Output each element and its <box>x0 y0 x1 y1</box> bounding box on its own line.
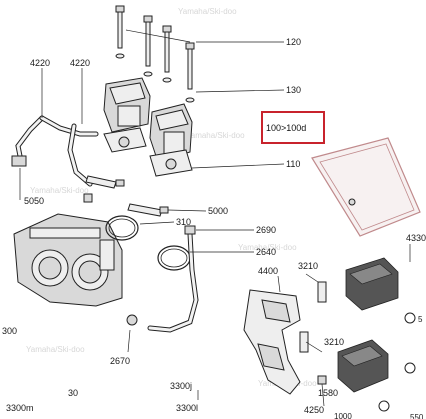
label-130: 130 <box>286 85 301 95</box>
label-120: 120 <box>286 37 301 47</box>
bolts <box>115 5 195 103</box>
label-5050: 5050 <box>24 196 44 206</box>
ignition-coil-lower <box>149 103 193 163</box>
label-2690: 2690 <box>256 225 276 235</box>
watermark: Yamaha/Ski-doo <box>178 7 237 16</box>
label-100: 100>100d <box>266 123 306 133</box>
spark-plugs <box>85 175 169 217</box>
small-fasteners <box>83 193 327 385</box>
label-3210a: 3210 <box>298 261 318 271</box>
label-2640: 2640 <box>256 247 276 257</box>
label-3300j: 3300j <box>170 381 192 391</box>
label-1580: 1580 <box>318 388 338 398</box>
part-labels: 120 4220 4220 130 100>100d 110 5050 5000… <box>2 37 426 419</box>
gaskets <box>103 127 193 177</box>
vacuum-hose <box>126 225 199 333</box>
watermark: Yamaha/Ski-doo <box>26 345 85 354</box>
partial-rings <box>378 312 416 412</box>
label-1000: 1000 <box>334 412 352 419</box>
ignition-coil-upper <box>103 77 151 133</box>
label-4220b: 4220 <box>70 58 90 68</box>
bracket-assembly <box>243 289 301 395</box>
label-550: 550 <box>410 413 424 419</box>
label-110: 110 <box>286 159 300 169</box>
label-2670: 2670 <box>110 356 130 366</box>
ignition-wires <box>11 115 99 187</box>
watermark: Yamaha/Ski-doo <box>186 131 245 140</box>
label-3300l: 3300l <box>176 403 198 413</box>
label-5: 5 <box>418 315 423 324</box>
watermark: Yamaha/Ski-doo <box>238 243 297 252</box>
label-300: 300 <box>2 326 17 336</box>
label-4330: 4330 <box>406 233 426 243</box>
label-4220a: 4220 <box>30 58 50 68</box>
label-5000: 5000 <box>208 206 228 216</box>
label-4400: 4400 <box>258 266 278 276</box>
highlight-box <box>261 111 325 144</box>
label-310: 310 <box>176 217 191 227</box>
ecu-modules <box>337 257 399 393</box>
label-30: 30 <box>68 388 78 398</box>
airbox-cover <box>311 137 421 237</box>
watermark: Yamaha/Ski-doo <box>30 186 89 195</box>
label-3210b: 3210 <box>324 337 344 347</box>
throttle-body <box>13 213 123 307</box>
leader-lines <box>19 29 411 407</box>
label-3300m: 3300m <box>6 403 34 413</box>
label-4250: 4250 <box>304 405 324 415</box>
